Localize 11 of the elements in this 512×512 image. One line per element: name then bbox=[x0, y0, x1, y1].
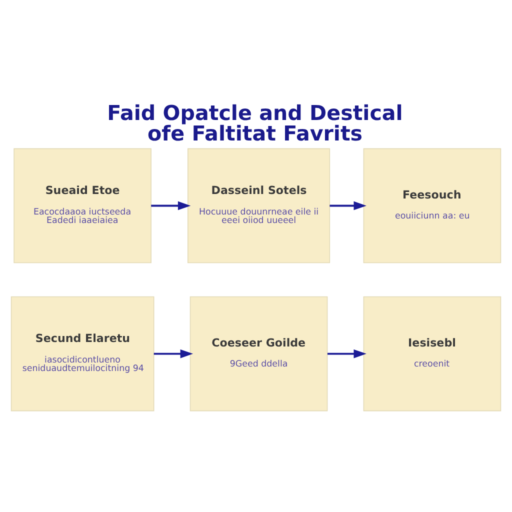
node-box: Dasseinl Sotels Hocuuue douunrneae eile ii eeei oiiod uueeel bbox=[188, 148, 330, 264]
node-box: Sueaid Etoe Eacocdaaoa iuctseeda Eadedi iaaeiaiea bbox=[14, 148, 152, 264]
node-box: Iesisebl creoenit bbox=[363, 296, 502, 412]
arrow bbox=[327, 349, 366, 358]
node-box: Secund Elaretu iasocidicontlueno seniduaudtemuilocitning 94 bbox=[10, 296, 154, 412]
node-box: Feesouch eouiiciunn aa: eu bbox=[363, 148, 502, 264]
arrow bbox=[154, 349, 194, 358]
arrow bbox=[330, 201, 366, 210]
diagram-title: Faid Opatcle and Destical ofe Faltitat Favrits bbox=[107, 101, 403, 146]
node-box: Coeseer Goilde 9Geed ddella bbox=[190, 296, 328, 412]
arrow bbox=[151, 201, 191, 210]
